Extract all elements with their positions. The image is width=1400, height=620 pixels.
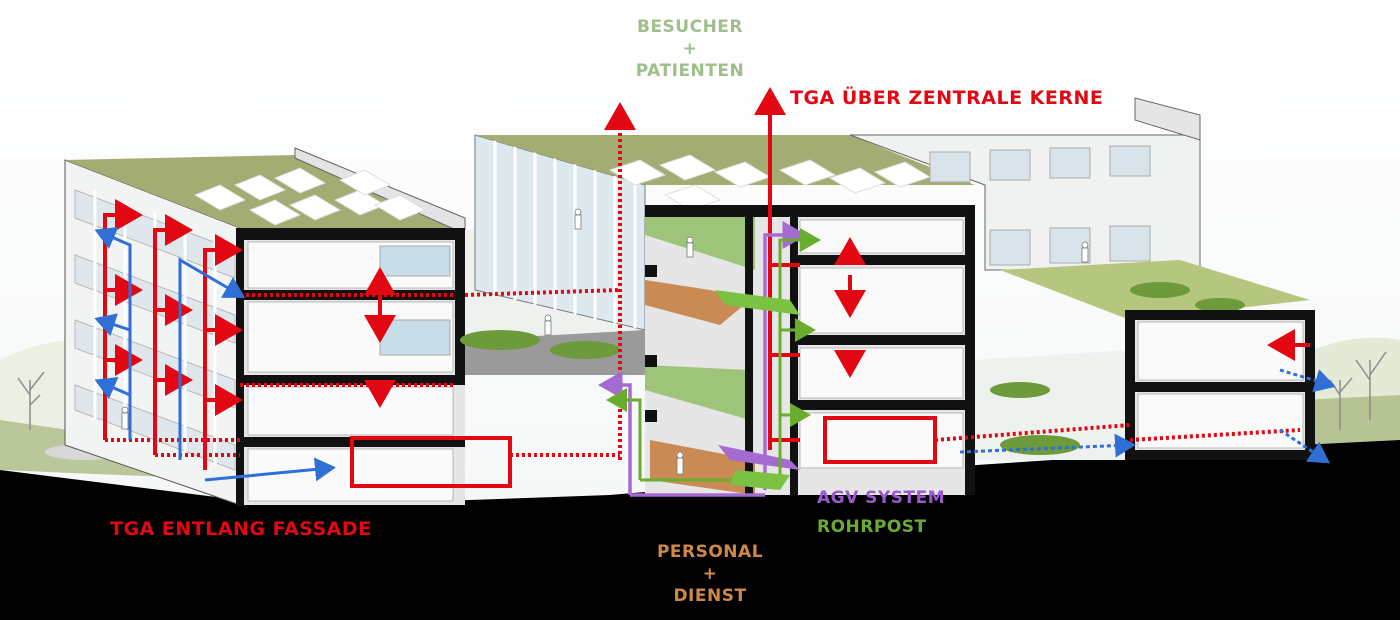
left-wing	[64, 147, 466, 506]
visitors-label: BESUCHER + PATIENTEN	[600, 16, 780, 82]
visitors-label-line1: BESUCHER	[636, 17, 744, 37]
staff-label-line3: DIENST	[673, 586, 747, 607]
staff-label: PERSONAL + DIENST	[620, 541, 800, 607]
tga-facade-blue-ducts	[94, 226, 336, 482]
agv-system-lines	[598, 221, 807, 497]
tube-post-ramp	[715, 290, 800, 315]
tube-post-ramp-lower	[730, 470, 790, 490]
visitors-label-line2: +	[682, 39, 698, 60]
ground-section	[0, 440, 1400, 620]
visitors-label-line3: PATIENTEN	[635, 61, 745, 82]
right-block	[849, 97, 1315, 460]
agv-system-label: AGV SYSTEM	[817, 488, 946, 508]
person-icon	[121, 208, 1089, 475]
solar-panel-icon	[193, 167, 427, 226]
tga-right-blue-ducts	[959, 368, 1336, 464]
staff-label-line2: +	[702, 564, 718, 585]
tube-post-label: ROHRPOST	[817, 517, 927, 537]
tga-cores-label: TGA ÜBER ZENTRALE KERNE	[790, 87, 1104, 109]
central-block	[474, 134, 975, 495]
staff-label-line1: PERSONAL	[656, 542, 764, 562]
tga-facade-label: TGA ENTLANG FASSADE	[110, 518, 372, 540]
tga-facade-ducts	[103, 199, 243, 470]
